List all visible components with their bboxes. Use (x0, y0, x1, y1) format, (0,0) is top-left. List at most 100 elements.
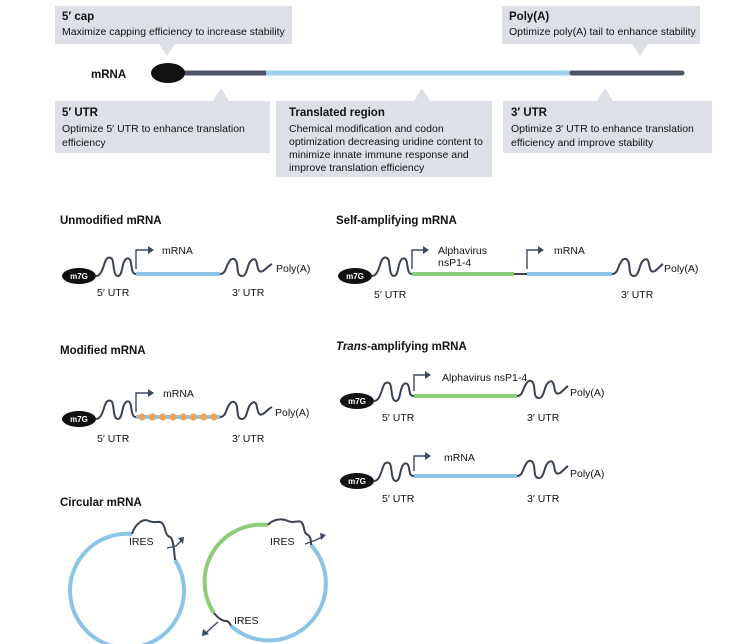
callout-five-prime-cap-box (55, 6, 292, 56)
promoter-arrowhead-icon (425, 452, 431, 460)
circular-mrna-title: Circular mRNA (60, 497, 142, 509)
callout-translated-region-body-line4: improve translation efficiency (289, 162, 425, 174)
modification-dot (189, 413, 198, 421)
callout-five-prime-cap-title: 5′ cap (62, 11, 94, 23)
circular-replicase-region-green (202, 522, 269, 615)
three-prime-utr-label: 3′ UTR (621, 289, 654, 301)
modification-dots (138, 413, 218, 421)
cap-label: m7G (346, 272, 364, 281)
callout-three-prime-utr-body-line1: Optimize 3′ UTR to enhance translation (511, 123, 694, 135)
promoter-arrow-icon (135, 249, 148, 269)
five-prime-utr-squiggle-icon (95, 399, 137, 421)
modified-mrna-section: Modified mRNA m7G mRNA Poly(A) 5′ UTR 3′… (60, 345, 309, 445)
five-prime-utr-squiggle-icon (95, 256, 137, 278)
callout-five-prime-utr-body-line1: Optimize 5′ UTR to enhance translation (62, 123, 245, 135)
three-prime-utr-squiggle-icon (516, 459, 569, 480)
poly-a-label: Poly(A) (570, 387, 604, 399)
modification-dot (158, 413, 167, 421)
poly-a-label: Poly(A) (570, 468, 604, 480)
cap-label: m7G (70, 272, 88, 281)
ires-label: IRES (129, 536, 154, 548)
modification-dot (200, 413, 208, 421)
ires-squiggle-icon (131, 519, 176, 561)
callout-five-prime-utr-title: 5′ UTR (62, 107, 99, 119)
circular-coding-region-blue (68, 531, 187, 644)
callout-poly-a-title: Poly(A) (509, 11, 549, 23)
callout-poly-a-body: Optimize poly(A) tail to enhance stabili… (509, 26, 696, 38)
replicase-label: Alphavirus nsP1-4 (442, 372, 527, 384)
poly-a-label: Poly(A) (276, 263, 310, 275)
callout-translated-region-body-line3: minimize innate immune response and (289, 149, 469, 161)
ires-label-bottom: IRES (234, 615, 259, 627)
ires-label-top: IRES (270, 536, 295, 548)
poly-a-label: Poly(A) (275, 407, 309, 419)
three-prime-utr-label: 3′ UTR (232, 433, 265, 445)
promoter-arrowhead-icon (423, 246, 429, 254)
title-rest-part: -amplifying mRNA (367, 341, 467, 353)
poly-a-label: Poly(A) (664, 263, 698, 275)
mrna-gene-label: mRNA (444, 452, 475, 464)
ires-arrow-icon-top (304, 536, 323, 545)
circular-coding-region-blue (229, 543, 328, 643)
modified-mrna-title: Modified mRNA (60, 345, 146, 357)
ires-squiggle-icon-top (267, 518, 312, 546)
self-amplifying-mrna-section: Self-amplifying mRNA m7G Alphavirus nsP1… (336, 215, 698, 301)
ires-arrowhead-icon (178, 537, 184, 544)
five-prime-utr-label: 5′ UTR (382, 493, 415, 505)
subgenomic-promoter-arrowhead-icon (538, 246, 544, 254)
three-prime-utr-squiggle-icon (219, 400, 273, 421)
self-amplifying-mrna-title: Self-amplifying mRNA (336, 215, 457, 227)
promoter-arrow-icon (411, 249, 423, 269)
ires-arrowhead-icon-bottom (202, 629, 209, 636)
mrna-gene-label: mRNA (554, 245, 585, 257)
callout-translated-region: Translated region Chemical modification … (276, 88, 492, 177)
three-prime-utr-label: 3′ UTR (232, 287, 265, 299)
three-prime-utr-squiggle-icon (219, 257, 273, 278)
cap-label: m7G (348, 477, 366, 486)
cap-label: m7G (70, 415, 88, 424)
trans-amplifying-mrna-section: Trans-amplifying mRNA m7G Alphavirus nsP… (336, 341, 604, 505)
callout-three-prime-utr-title: 3′ UTR (511, 107, 548, 119)
unmodified-mrna-title: Unmodified mRNA (60, 215, 162, 227)
callout-five-prime-utr-body-line2: efficiency (62, 137, 106, 149)
modification-dot (148, 413, 156, 421)
mrna-gene-label: mRNA (163, 388, 194, 400)
ires-squiggle-icon-bottom (213, 612, 232, 627)
mrna-gene-label: mRNA (162, 245, 193, 257)
callout-three-prime-utr-body-line2: efficiency and improve stability (511, 137, 654, 149)
callout-translated-region-box (276, 88, 492, 177)
replicase-label-line1: Alphavirus (438, 245, 487, 257)
five-prime-utr-label: 5′ UTR (382, 412, 415, 424)
three-prime-utr-label: 3′ UTR (527, 493, 560, 505)
five-prime-utr-squiggle-icon (371, 256, 413, 278)
modification-dot (169, 413, 177, 421)
five-prime-cap-icon (151, 63, 185, 83)
three-prime-utr-squiggle-icon (516, 379, 569, 400)
subgenomic-promoter-arrow-icon (526, 249, 538, 269)
cap-icon (62, 268, 96, 284)
cap-icon (62, 411, 96, 427)
three-prime-utr-squiggle-icon (611, 257, 664, 278)
circular-mrna-section: Circular mRNA IRES IRES IRES (60, 497, 328, 644)
callout-poly-a-box (502, 6, 700, 56)
unmodified-mrna-section: Unmodified mRNA m7G mRNA Poly(A) 5′ UTR … (60, 215, 310, 299)
promoter-arrowhead-icon (148, 389, 154, 397)
ires-arrowhead-icon-top (320, 533, 326, 540)
five-prime-utr-label: 5′ UTR (97, 433, 130, 445)
cap-icon (338, 268, 372, 284)
five-prime-utr-squiggle-icon (373, 381, 415, 403)
cap-icon (340, 473, 374, 489)
callout-five-prime-utr: 5′ UTR Optimize 5′ UTR to enhance transl… (55, 88, 270, 153)
mrna-label: mRNA (91, 69, 126, 81)
modification-dot (210, 413, 218, 421)
promoter-arrowhead-icon (425, 371, 431, 379)
callout-translated-region-body-line1: Chemical modification and codon (289, 123, 444, 135)
promoter-arrow-icon (413, 455, 425, 471)
ires-arrow-icon-bottom (205, 621, 219, 634)
five-prime-utr-label: 5′ UTR (374, 289, 407, 301)
ires-arrow-icon (166, 540, 182, 549)
title-italic-part: Trans (336, 341, 367, 353)
modification-dot (179, 413, 187, 421)
